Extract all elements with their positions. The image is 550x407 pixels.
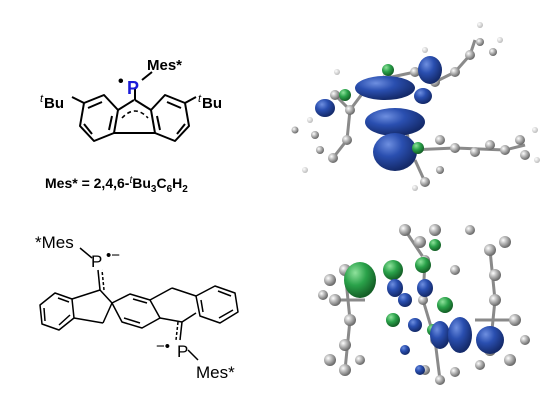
top-structure-drawing: • P Mes* t Bu t Bu Mes* = 2,4,6-tBu3C6H2 <box>40 57 222 195</box>
mes-definition-caption: Mes* = 2,4,6-tBu3C6H2 <box>45 175 188 195</box>
left-benzene-ring-2 <box>39 292 75 331</box>
bottom-structure: *Mes P •− P −• Mes* <box>0 200 275 402</box>
bottom-spin-density-image <box>275 200 550 402</box>
top-phosphorus-label: P <box>91 252 102 271</box>
right-tbu-label: Bu <box>202 95 222 112</box>
bottom-orbital-render <box>318 224 530 385</box>
top-orbital-render <box>291 22 540 191</box>
bottom-phosphorus-label: P <box>177 342 188 361</box>
left-tbu-t: t <box>40 93 44 105</box>
top-mes-star-label: *Mes <box>35 233 74 252</box>
top-structure: • P Mes* t Bu t Bu Mes* = 2,4,6-tBu3C6H2 <box>0 0 275 200</box>
top-radical-dash: •− <box>106 247 120 264</box>
top-hydrogen-atoms <box>302 22 540 191</box>
bottom-spin-lobes <box>344 239 504 375</box>
radical-dot: • <box>118 73 124 90</box>
top-spin-lobes <box>315 56 442 171</box>
bottom-mes-star-label: Mes* <box>196 363 235 382</box>
right-tbu-t: t <box>198 93 202 105</box>
bottom-carbon-atoms <box>318 224 530 385</box>
mes-star-label: Mes* <box>147 57 182 74</box>
right-benzene-ring-2 <box>195 285 239 324</box>
left-tbu-label: Bu <box>44 95 64 112</box>
top-spin-density-image <box>275 0 550 200</box>
bottom-radical-dash: −• <box>156 338 170 355</box>
bottom-structure-drawing: *Mes P •− P −• Mes* <box>35 233 239 382</box>
phosphorus-label: P <box>127 78 139 98</box>
